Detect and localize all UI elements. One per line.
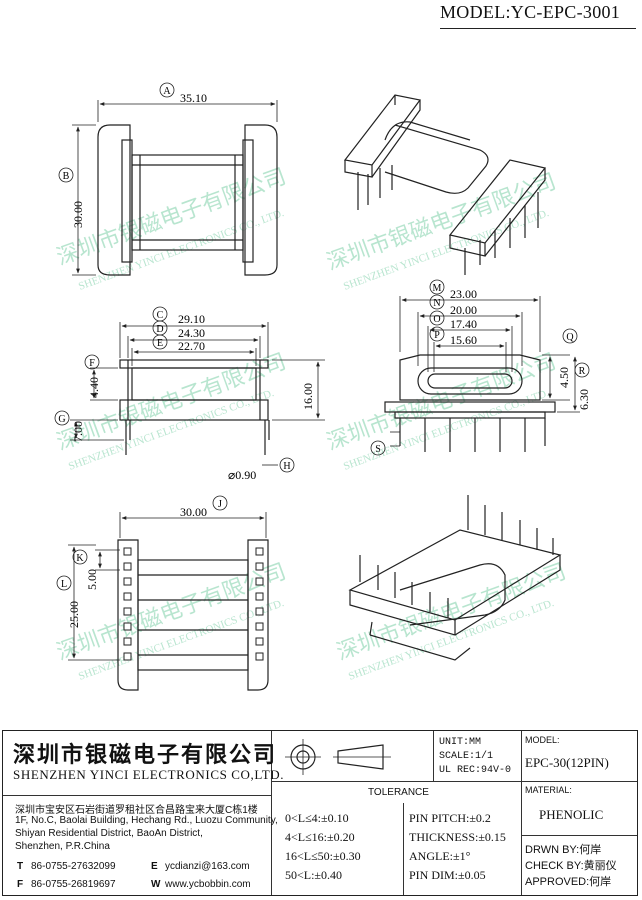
dim-C-tag: C [157, 310, 164, 321]
dim-D-value: 24.30 [178, 326, 205, 340]
tel-value: 86-0755-27632099 [31, 861, 116, 872]
address-cn: 深圳市宝安区石岩街道罗租社区合昌路宝来大厦C栋1楼 [15, 805, 258, 816]
model-label: MODEL: [525, 735, 560, 745]
dim-Q-tag: Q [566, 332, 574, 343]
tolerance-title: TOLERANCE [368, 787, 429, 798]
front-view [384, 354, 556, 452]
dim-K-tag: K [76, 553, 84, 564]
scale: SCALE:1/1 [439, 751, 494, 762]
dim-S-tag: S [375, 444, 381, 455]
unit: UNIT:MM [439, 737, 482, 748]
dim-B [58, 124, 96, 276]
dim-F-value: 4.40 [87, 377, 101, 398]
dim-K-value: 5.00 [85, 569, 99, 590]
dim-R-tag: R [579, 366, 586, 377]
address-en-2: Shiyan Residential District, BaoAn Distr… [15, 828, 203, 839]
approved-by: APPROVED:何岸 [525, 876, 612, 888]
email-label: E [151, 861, 158, 872]
thickness: THICKNESS:±0.15 [409, 830, 506, 844]
dims-MNOP [399, 279, 541, 372]
address-en-3: Shenzhen, P.R.China [15, 841, 110, 852]
title-block: 深圳市银磁电子有限公司 SHENZHEN YINCI ELECTRONICS C… [2, 730, 638, 896]
dim-H-value: ⌀0.90 [228, 468, 256, 482]
angle: ANGLE:±1° [409, 849, 471, 863]
email-value[interactable]: ycdianzi@163.com [165, 861, 250, 872]
iso-view-bottom [348, 495, 562, 661]
dim-N-value: 20.00 [450, 303, 477, 317]
dim-E-tag: E [157, 338, 163, 349]
dim-M-value: 23.00 [450, 287, 477, 301]
dim-B-tag: B [63, 171, 70, 182]
dim-M-tag: M [433, 283, 442, 294]
dim-height-value: 16.00 [301, 383, 315, 410]
dim-A [97, 82, 278, 122]
dims-FG [54, 354, 124, 441]
fax-label: F [17, 879, 24, 890]
dim-G-tag: G [58, 414, 65, 425]
fax-value: 86-0755-26819697 [31, 879, 116, 890]
bottom-view-pins [123, 547, 264, 661]
dims-JKL [56, 495, 267, 661]
dim-height [272, 359, 325, 421]
address-en-1: 1F, No.C, Baolai Building, Hechang Rd., … [15, 815, 278, 826]
projection-symbol-icon [285, 739, 391, 775]
dim-A-value: 35.10 [180, 91, 207, 105]
company-name-cn: 深圳市银磁电子有限公司 [13, 742, 278, 767]
dim-B-value: 30.00 [71, 201, 85, 228]
dims-QR [542, 328, 590, 413]
iso-view-top [343, 94, 547, 275]
material-value: PHENOLIC [539, 807, 604, 822]
tol-2: 4<L≤16:±0.20 [285, 830, 355, 844]
web-value[interactable]: www.ycbobbin.com [165, 879, 251, 890]
dim-P-tag: P [434, 330, 440, 341]
pin-dim: PIN DIM:±0.05 [409, 868, 486, 882]
dim-J-value: 30.00 [180, 505, 207, 519]
dim-L-value: 25.00 [67, 601, 81, 628]
dim-R-value: 6.30 [577, 389, 591, 410]
tol-1: 0<L≤4:±0.10 [285, 811, 349, 825]
dim-Q-value: 4.50 [557, 367, 571, 388]
dim-F-tag: F [89, 358, 95, 369]
material-label: MATERIAL: [525, 785, 572, 795]
dim-H-tag: H [283, 461, 290, 472]
dim-A-tag: A [163, 86, 171, 97]
dim-D-tag: D [156, 324, 163, 335]
top-view [97, 124, 278, 276]
pin-pitch: PIN PITCH:±0.2 [409, 811, 491, 825]
dim-O-value: 17.40 [450, 317, 477, 331]
ul-rec: UL REC:94V-0 [439, 765, 512, 776]
check-by: CHECK BY:黄丽仪 [525, 860, 617, 872]
dim-E-value: 22.70 [178, 339, 205, 353]
dim-N-tag: N [433, 298, 440, 309]
dim-C-value: 29.10 [178, 312, 205, 326]
drawn-by: DRWN BY:何岸 [525, 844, 602, 856]
tol-3: 16<L≤50:±0.30 [285, 849, 361, 863]
tol-4: 50<L:±0.40 [285, 868, 343, 882]
dim-G-value: 7.00 [71, 421, 85, 442]
technical-drawing: 深圳市银磁电子有限公司 SHENZHEN YINCI ELECTRONICS C… [53, 82, 591, 691]
tel-label: T [17, 861, 24, 872]
dims-CDE [119, 306, 269, 366]
dim-H [262, 457, 295, 473]
dim-O-tag: O [433, 314, 440, 325]
dim-L-tag: L [61, 579, 67, 590]
model-header: MODEL:YC-EPC-3001 [440, 2, 636, 29]
dim-P-value: 15.60 [450, 333, 477, 347]
dim-S [370, 431, 400, 456]
company-name-en: SHENZHEN YINCI ELECTRONICS CO,LTD. [13, 767, 285, 782]
model-value: EPC-30(12PIN) [525, 755, 609, 770]
bottom-view [117, 539, 269, 691]
web-label: W [151, 879, 161, 890]
side-view [119, 359, 270, 455]
dim-J-tag: J [218, 499, 222, 510]
